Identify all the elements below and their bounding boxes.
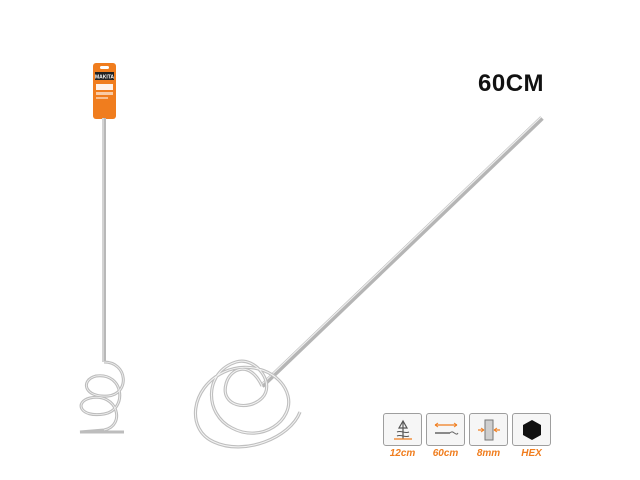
large-mixer-shaft	[260, 116, 544, 388]
length-icon	[426, 413, 465, 446]
product-title: 60CM	[478, 70, 545, 97]
spec-label: HEX	[521, 448, 542, 459]
package-card-detail	[96, 84, 113, 90]
spec-shank-diameter: 8mm	[469, 413, 508, 459]
large-mixer-paddle	[193, 359, 302, 449]
package-card-band	[95, 72, 114, 80]
package-card-hole	[100, 66, 109, 69]
hex-shank-icon	[512, 413, 551, 446]
package-card	[93, 63, 116, 119]
spec-label: 8mm	[476, 448, 501, 459]
spec-paddle-diameter: 12cm	[383, 413, 422, 459]
package-card-detail	[96, 97, 108, 99]
package-card-detail	[96, 92, 113, 95]
spec-label: 12cm	[389, 448, 416, 459]
paddle-diameter-icon	[383, 413, 422, 446]
large-mixer	[193, 116, 544, 449]
spec-icons-row: 12cm 60cm 8mm HEX	[383, 413, 551, 459]
spec-hex-shank: HEX	[512, 413, 551, 459]
mixer-paddle-spiral	[79, 360, 125, 434]
package-brand-text: MAKITA	[95, 75, 114, 81]
shank-diameter-icon	[469, 413, 508, 446]
spec-length: 60cm	[426, 413, 465, 459]
packaged-mixer: MAKITA	[79, 63, 125, 434]
spec-label: 60cm	[432, 448, 459, 459]
